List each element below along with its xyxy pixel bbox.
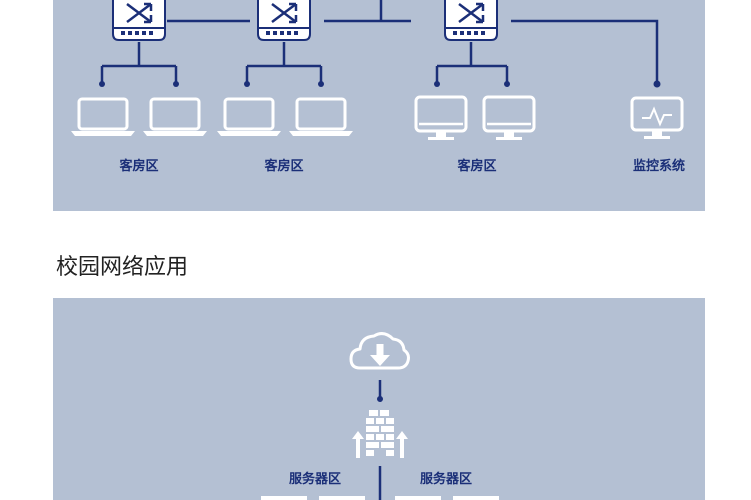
network-diagram-bottom-svg	[261, 332, 499, 500]
monitoring-system-label: 监控系统	[632, 158, 686, 173]
server-devices-partial	[261, 496, 499, 500]
zone-label-guest-rooms-1: 客房区	[119, 158, 159, 173]
zone-label-guest-rooms-2: 客房区	[264, 158, 304, 173]
laptop-icon	[141, 97, 209, 138]
laptop-icon	[69, 97, 137, 138]
laptop-icon	[287, 97, 355, 138]
branch-dots	[99, 80, 661, 88]
network-diagram-top-panel: 客房区 客房区 客房区 监控系统	[53, 0, 705, 211]
backbone-lines	[167, 0, 659, 82]
switch-icon	[111, 0, 167, 42]
desktop-monitor-icon	[482, 95, 536, 142]
server-zone-label-1: 服务器区	[288, 471, 342, 486]
firewall-icon	[352, 410, 408, 458]
desktop-monitor-icon	[414, 95, 468, 142]
branch-lines	[100, 42, 509, 83]
switch-icon	[256, 0, 312, 42]
laptop-icon	[215, 97, 283, 138]
monitoring-screen-icon	[630, 96, 684, 139]
campus-network-section-title: 校园网络应用	[56, 255, 189, 280]
server-zone-label-2: 服务器区	[419, 471, 473, 486]
network-diagram-bottom-panel: 服务器区 服务器区	[53, 298, 705, 500]
zone-label-guest-rooms-3: 客房区	[457, 158, 497, 173]
network-diagram-top-svg	[69, 0, 684, 142]
cloud-download-icon	[349, 332, 410, 370]
switch-icon	[443, 0, 499, 42]
